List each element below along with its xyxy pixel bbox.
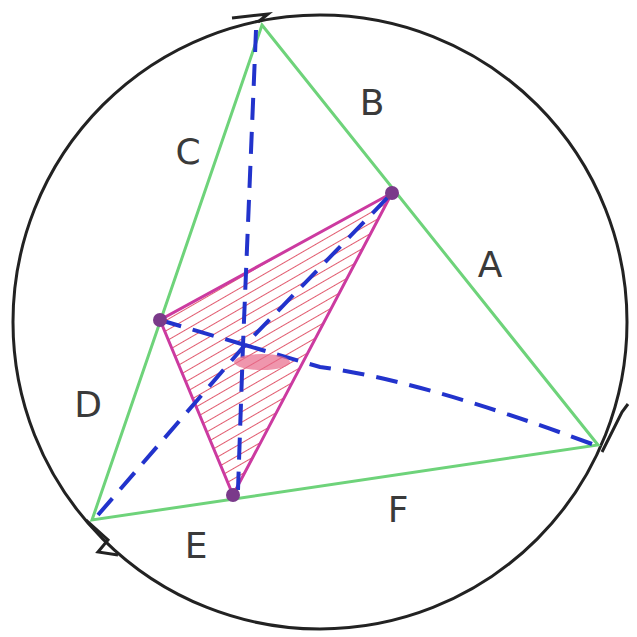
dashed-line [245, 345, 592, 444]
vertex-tick [86, 520, 118, 555]
side-label: A [478, 247, 503, 283]
side-label: F [388, 492, 409, 528]
side-label: B [360, 85, 385, 121]
dashed-line [160, 320, 245, 345]
dashed-line [238, 30, 256, 490]
dashed-lines [98, 30, 592, 515]
vertex-dot [385, 186, 399, 200]
vertex-dot [226, 488, 240, 502]
vertex-dots [153, 186, 399, 502]
side-label: C [175, 134, 200, 170]
outer-triangle [92, 25, 598, 520]
circumcircle [13, 15, 627, 629]
vertex-tick [232, 14, 268, 22]
side-label: D [74, 387, 102, 423]
dashed-line [98, 193, 392, 515]
vertex-dot [153, 313, 167, 327]
inner-triangle [160, 193, 392, 495]
vertex-tick [602, 404, 628, 452]
center-mark [234, 354, 290, 370]
side-label: E [185, 528, 208, 564]
vertex-ticks [86, 14, 628, 555]
